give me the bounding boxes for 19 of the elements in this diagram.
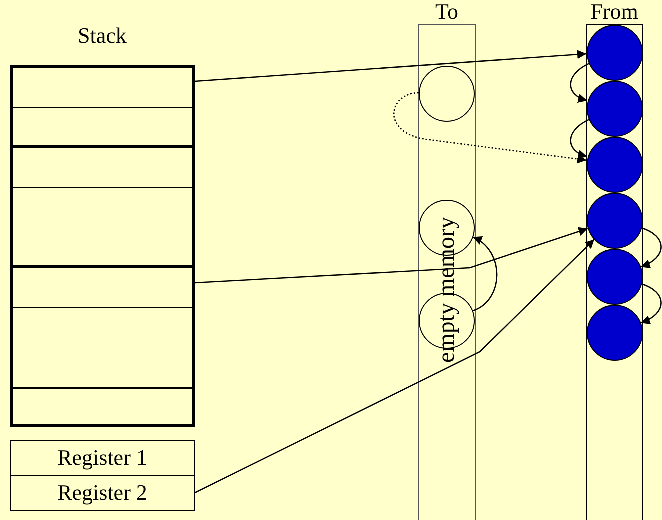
arrow — [640, 283, 662, 324]
stack-title: Stack — [77, 24, 128, 48]
column-heading: To — [434, 0, 460, 24]
arrow — [194, 50, 587, 82]
register-box: Register 2 — [10, 475, 195, 511]
arrow — [472, 236, 498, 312]
arrow — [570, 63, 590, 102]
object-circle — [586, 249, 642, 305]
arrow — [194, 227, 588, 284]
rotated-label: empty memory — [435, 217, 459, 363]
empty-circle — [419, 66, 475, 122]
arrow — [640, 227, 662, 268]
dotted-arrow — [394, 92, 587, 164]
register-box: Register 1 — [10, 440, 195, 476]
object-circle — [586, 25, 642, 81]
arrow — [194, 239, 595, 494]
column-heading: From — [590, 0, 640, 24]
object-circle — [586, 193, 642, 249]
arrow — [570, 119, 590, 158]
